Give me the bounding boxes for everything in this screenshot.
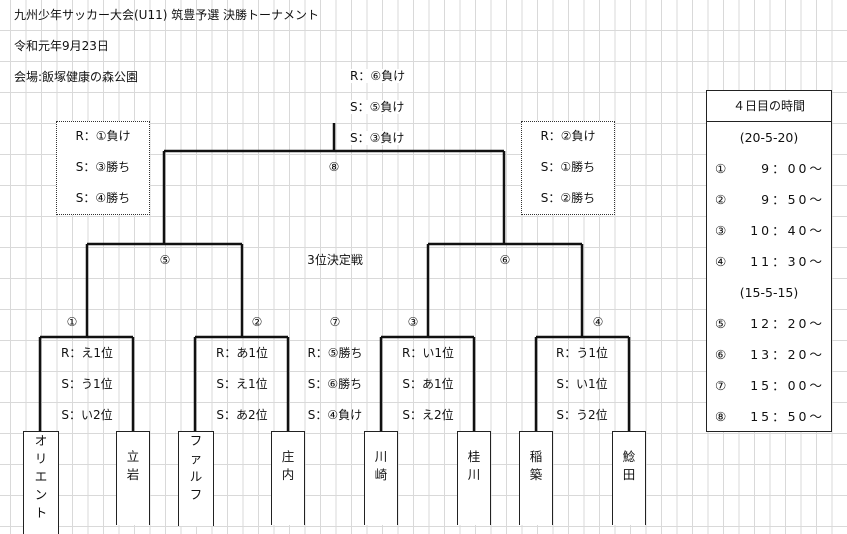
- schedule-row: ⑤ 12：20〜: [707, 308, 831, 339]
- team-name: 庄内: [281, 449, 295, 482]
- match-number-6: ⑥: [499, 253, 511, 267]
- semi-right-ref-box: R：②負け S：①勝ち S：②勝ち: [521, 121, 615, 215]
- schedule-time: 9：00〜: [761, 161, 825, 176]
- schedule-match-number: ①: [715, 161, 727, 176]
- match-number-7: ⑦: [329, 315, 341, 329]
- schedule-title: ４日目の時間: [707, 91, 831, 122]
- schedule-time: 15：50〜: [750, 409, 825, 424]
- ref-label: R：②負け: [540, 129, 596, 143]
- schedule-match-number: ④: [715, 254, 727, 269]
- team-name: 桂川: [467, 449, 481, 482]
- m2-ref-label: R：あ1位: [216, 346, 268, 360]
- team-box: オリエント: [23, 431, 59, 534]
- schedule-time: 10：40〜: [750, 223, 825, 238]
- schedule-time: 13：20〜: [750, 347, 825, 362]
- final-ref-label: S：③負け: [350, 131, 405, 145]
- team-name: ファルフ: [189, 433, 203, 502]
- team-box: 鯰田: [612, 431, 646, 525]
- match-number-5: ⑤: [159, 253, 171, 267]
- ref-label: R：①負け: [75, 129, 131, 143]
- schedule-row: ⑥ 13：20〜: [707, 339, 831, 370]
- m1-ref-label: S：い2位: [61, 408, 113, 422]
- m3-ref-label: S：え2位: [402, 408, 454, 422]
- schedule-match-number: ⑤: [715, 316, 727, 331]
- m7-ref-label: S：④負け: [307, 408, 363, 422]
- m7-ref-label: R：⑤勝ち: [307, 346, 363, 360]
- schedule-table: ４日目の時間 (20-5-20) ① 9：00〜 ② 9：50〜 ③ 10：40〜 ④ 11：3…: [706, 90, 832, 432]
- schedule-match-number: ⑦: [715, 378, 727, 393]
- schedule-match-number: ⑧: [715, 409, 727, 424]
- ref-label: S：①勝ち: [540, 160, 596, 174]
- match-number-3: ③: [407, 315, 419, 329]
- schedule-time: 15：00〜: [750, 378, 825, 393]
- schedule-row: ① 9：00〜: [707, 153, 831, 184]
- m4-ref-label: S：う2位: [556, 408, 608, 422]
- team-box: 立岩: [116, 431, 150, 525]
- m2-ref-label: S：え1位: [216, 377, 268, 391]
- event-date: 令和元年9月23日: [14, 39, 109, 53]
- schedule-row: ② 9：50〜: [707, 184, 831, 215]
- ref-label: S：④勝ち: [75, 191, 131, 205]
- schedule-row: ④ 11：30〜: [707, 246, 831, 277]
- schedule-match-number: ③: [715, 223, 727, 238]
- schedule-row: ③ 10：40〜: [707, 215, 831, 246]
- team-name: 鯰田: [622, 449, 636, 482]
- match-number-2: ②: [251, 315, 263, 329]
- third-place-label: 3位決定戦: [307, 253, 363, 267]
- schedule-row: ⑧ 15：50〜: [707, 401, 831, 432]
- final-ref-label: R：⑥負け: [350, 69, 406, 83]
- semi-left-ref-box: R：①負け S：③勝ち S：④勝ち: [56, 121, 150, 215]
- schedule-row: ⑦ 15：00〜: [707, 370, 831, 401]
- m7-ref-label: S：⑥勝ち: [307, 377, 363, 391]
- schedule-time: 11：30〜: [750, 254, 825, 269]
- team-name: 立岩: [126, 449, 140, 482]
- match-number-4: ④: [592, 315, 604, 329]
- venue-label: 会場:飯塚健康の森公園: [14, 70, 139, 84]
- team-box: 庄内: [271, 431, 305, 525]
- team-name: 川崎: [374, 449, 388, 482]
- m4-ref-label: R：う1位: [556, 346, 608, 360]
- schedule-match-number: ②: [715, 192, 727, 207]
- schedule-time: 9：50〜: [761, 192, 825, 207]
- page-title: 九州少年サッカー大会(U11) 筑豊予選 決勝トーナメント: [14, 8, 320, 22]
- m2-ref-label: S：あ2位: [216, 408, 268, 422]
- m1-ref-label: R：え1位: [61, 346, 113, 360]
- ref-label: S：②勝ち: [540, 191, 596, 205]
- m1-ref-label: S：う1位: [61, 377, 113, 391]
- team-box: 川崎: [364, 431, 398, 525]
- ref-label: S：③勝ち: [75, 160, 131, 174]
- schedule-match-number: ⑥: [715, 347, 727, 362]
- m3-ref-label: R：い1位: [402, 346, 454, 360]
- team-name: 稲築: [529, 449, 543, 482]
- schedule-time: 12：20〜: [750, 316, 825, 331]
- team-box: ファルフ: [178, 431, 214, 526]
- match-number-8: ⑧: [328, 160, 340, 174]
- match-number-1: ①: [66, 315, 78, 329]
- final-ref-label: S：⑤負け: [350, 100, 405, 114]
- schedule-block-label: (20-5-20): [739, 130, 799, 145]
- m3-ref-label: S：あ1位: [402, 377, 454, 391]
- m4-ref-label: S：い1位: [556, 377, 608, 391]
- team-box: 稲築: [519, 431, 553, 525]
- schedule-block-label: (15-5-15): [739, 285, 799, 300]
- team-name: オリエント: [34, 433, 48, 520]
- team-box: 桂川: [457, 431, 491, 525]
